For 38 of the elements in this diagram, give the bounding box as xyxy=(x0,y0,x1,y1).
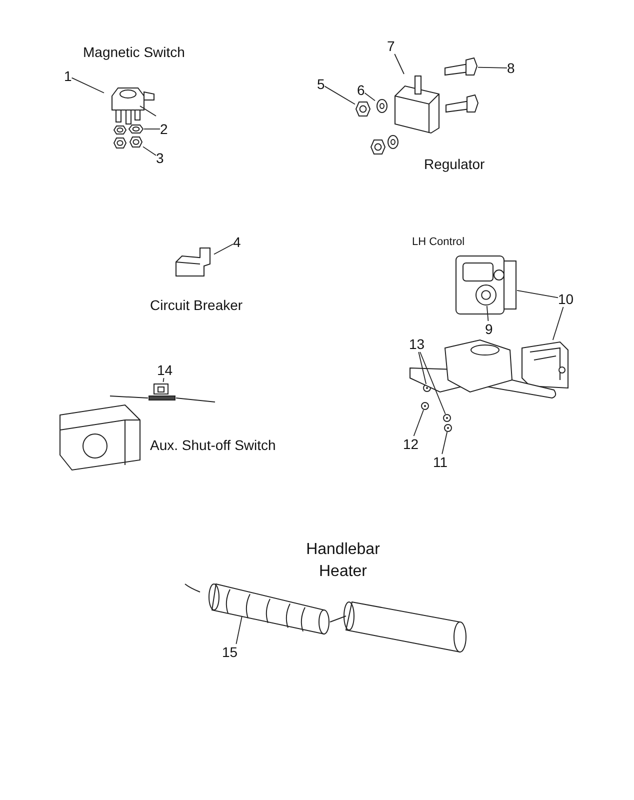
callout-number: 2 xyxy=(160,121,168,137)
leader-line xyxy=(420,352,446,414)
callout-number: 8 xyxy=(507,60,515,76)
section-label: Handlebar Heater xyxy=(305,540,381,582)
leader-line xyxy=(486,306,489,322)
leader-line xyxy=(478,66,508,68)
callout-number: 12 xyxy=(403,436,419,452)
section-label: Aux. Shut-off Switch xyxy=(150,436,276,454)
callout-number: 11 xyxy=(433,454,448,470)
callout-number: 3 xyxy=(156,150,164,166)
section-label: LH Control xyxy=(412,235,465,250)
callout-number: 1 xyxy=(64,68,72,84)
leader-line xyxy=(442,432,448,454)
section-label: Regulator xyxy=(424,155,485,173)
leader-line xyxy=(418,352,427,384)
section-label: Circuit Breaker xyxy=(150,296,243,314)
leader-line xyxy=(394,54,404,74)
leader-line xyxy=(71,77,104,94)
leader-line xyxy=(144,128,160,130)
leader-line xyxy=(214,244,234,255)
callout-number: 14 xyxy=(157,362,173,378)
leader-line xyxy=(364,92,376,102)
leader-line xyxy=(552,306,564,340)
leader-line xyxy=(413,410,424,436)
leader-line xyxy=(142,146,156,156)
leader-line xyxy=(324,86,356,105)
callout-number: 4 xyxy=(233,234,241,250)
leader-line xyxy=(516,290,558,298)
callout-number: 7 xyxy=(387,38,395,54)
callout-number: 9 xyxy=(485,321,493,337)
callout-number: 13 xyxy=(409,336,425,352)
section-label: Magnetic Switch xyxy=(83,43,185,61)
leader-line xyxy=(236,616,242,644)
callout-number: 10 xyxy=(558,291,574,307)
callout-number: 6 xyxy=(357,82,365,98)
leader-line xyxy=(162,378,164,382)
callout-number: 15 xyxy=(222,644,238,660)
callout-number: 5 xyxy=(317,76,325,92)
